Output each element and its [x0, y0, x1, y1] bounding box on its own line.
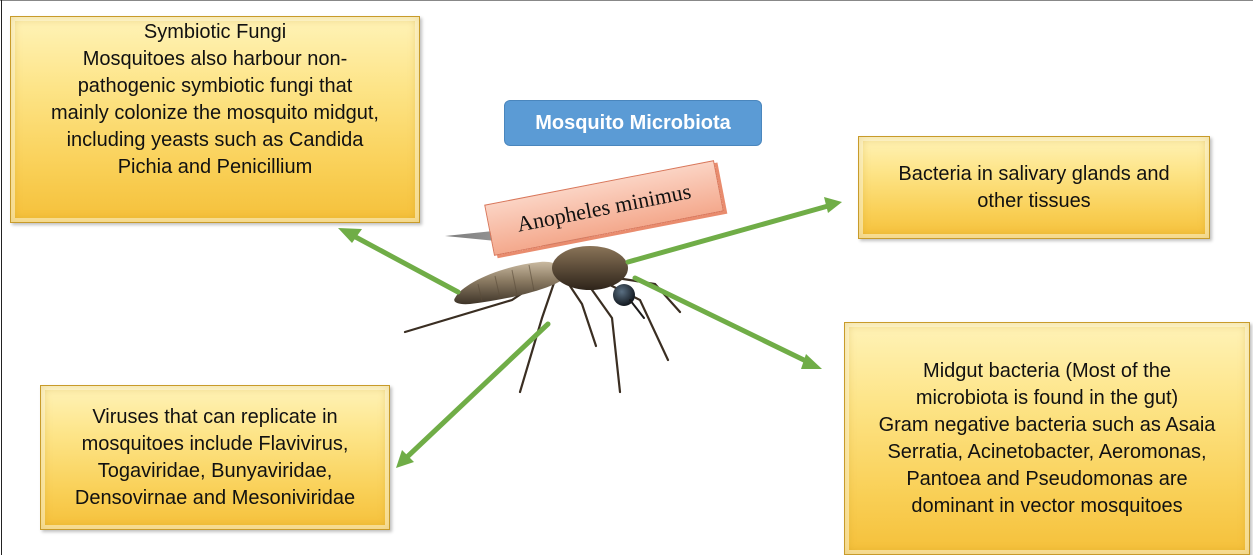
mosquito-abdomen	[454, 262, 563, 304]
midgut-text-line: Serratia, Acinetobacter, Aeromonas,	[887, 439, 1206, 466]
arrows	[338, 197, 842, 468]
fungi-heading: Symbiotic Fungi	[144, 19, 286, 46]
fungi-text-line: Pichia and Penicillium	[118, 154, 313, 181]
mosquito-thorax	[552, 246, 628, 290]
diagram-title: Mosquito Microbiota	[504, 100, 762, 146]
midgut-text-line: dominant in vector mosquitoes	[911, 493, 1182, 520]
arrow-to-midgut	[635, 278, 822, 369]
viruses-text-line: Viruses that can replicate in	[92, 404, 337, 431]
midgut-box: Midgut bacteria (Most of the microbiota …	[844, 322, 1250, 555]
fungi-box: Symbiotic Fungi Mosquitoes also harbour …	[10, 16, 420, 223]
fungi-text-line: pathogenic symbiotic fungi that	[78, 73, 353, 100]
arrow-to-viruses	[396, 324, 548, 468]
midgut-text-line: Pantoea and Pseudomonas are	[906, 466, 1187, 493]
salivary-box: Bacteria in salivary glands and other ti…	[858, 136, 1210, 239]
fungi-text-line: mainly colonize the mosquito midgut,	[51, 100, 379, 127]
midgut-text-line: Gram negative bacteria such as Asaia	[879, 412, 1216, 439]
salivary-text-line: Bacteria in salivary glands and	[898, 161, 1169, 188]
viruses-box: Viruses that can replicate in mosquitoes…	[40, 385, 390, 530]
salivary-text-line: other tissues	[977, 188, 1090, 215]
viruses-text-line: Densovirnae and Mesoniviridae	[75, 485, 355, 512]
arrow-to-fungi	[338, 228, 458, 292]
mosquito-legs	[405, 276, 680, 392]
mosquito-icon	[405, 224, 680, 392]
viruses-text-line: Togaviridae, Bunyaviridae,	[98, 458, 333, 485]
fungi-text-line: Mosquitoes also harbour non-	[83, 46, 348, 73]
viruses-text-line: mosquitoes include Flavivirus,	[82, 431, 349, 458]
midgut-text-line: microbiota is found in the gut)	[916, 385, 1178, 412]
fungi-text-line: including yeasts such as Candida	[67, 127, 364, 154]
midgut-text-line: Midgut bacteria (Most of the	[923, 358, 1171, 385]
